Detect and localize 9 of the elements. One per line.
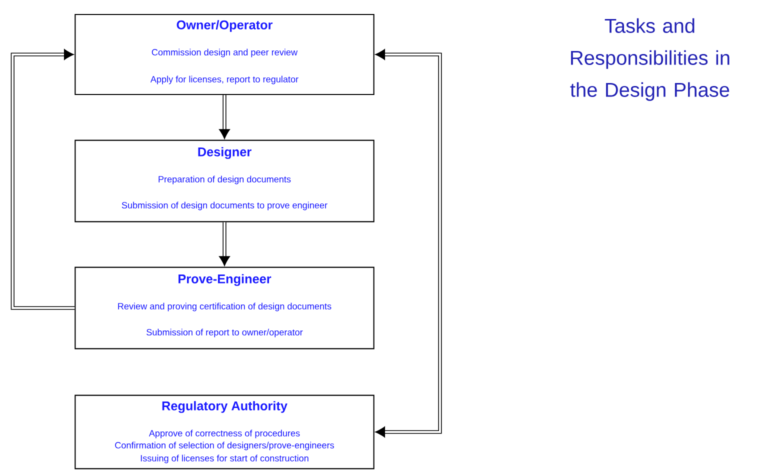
arrow: [218, 222, 230, 266]
process-box: Designer Preparation of design documents Submission of design documents to prove engineer: [74, 140, 374, 222]
arrow: [375, 48, 442, 438]
arrow: [10, 48, 75, 310]
process-box: Owner/Operator Commission design and peer review Apply for licenses, report to regulator: [74, 14, 374, 96]
arrow: [218, 95, 230, 140]
title: Tasks and Responsibilities in the Design Phase: [570, 18, 730, 101]
process-box: Prove-Engineer Review and proving certification of design documents Submission of report to owner/operator: [74, 266, 374, 350]
process-box: Regulatory Authority Approve of correctness of procedures Confirmation of selection of designers/prove-engineers Issuing of licenses for start of construction: [74, 394, 374, 470]
